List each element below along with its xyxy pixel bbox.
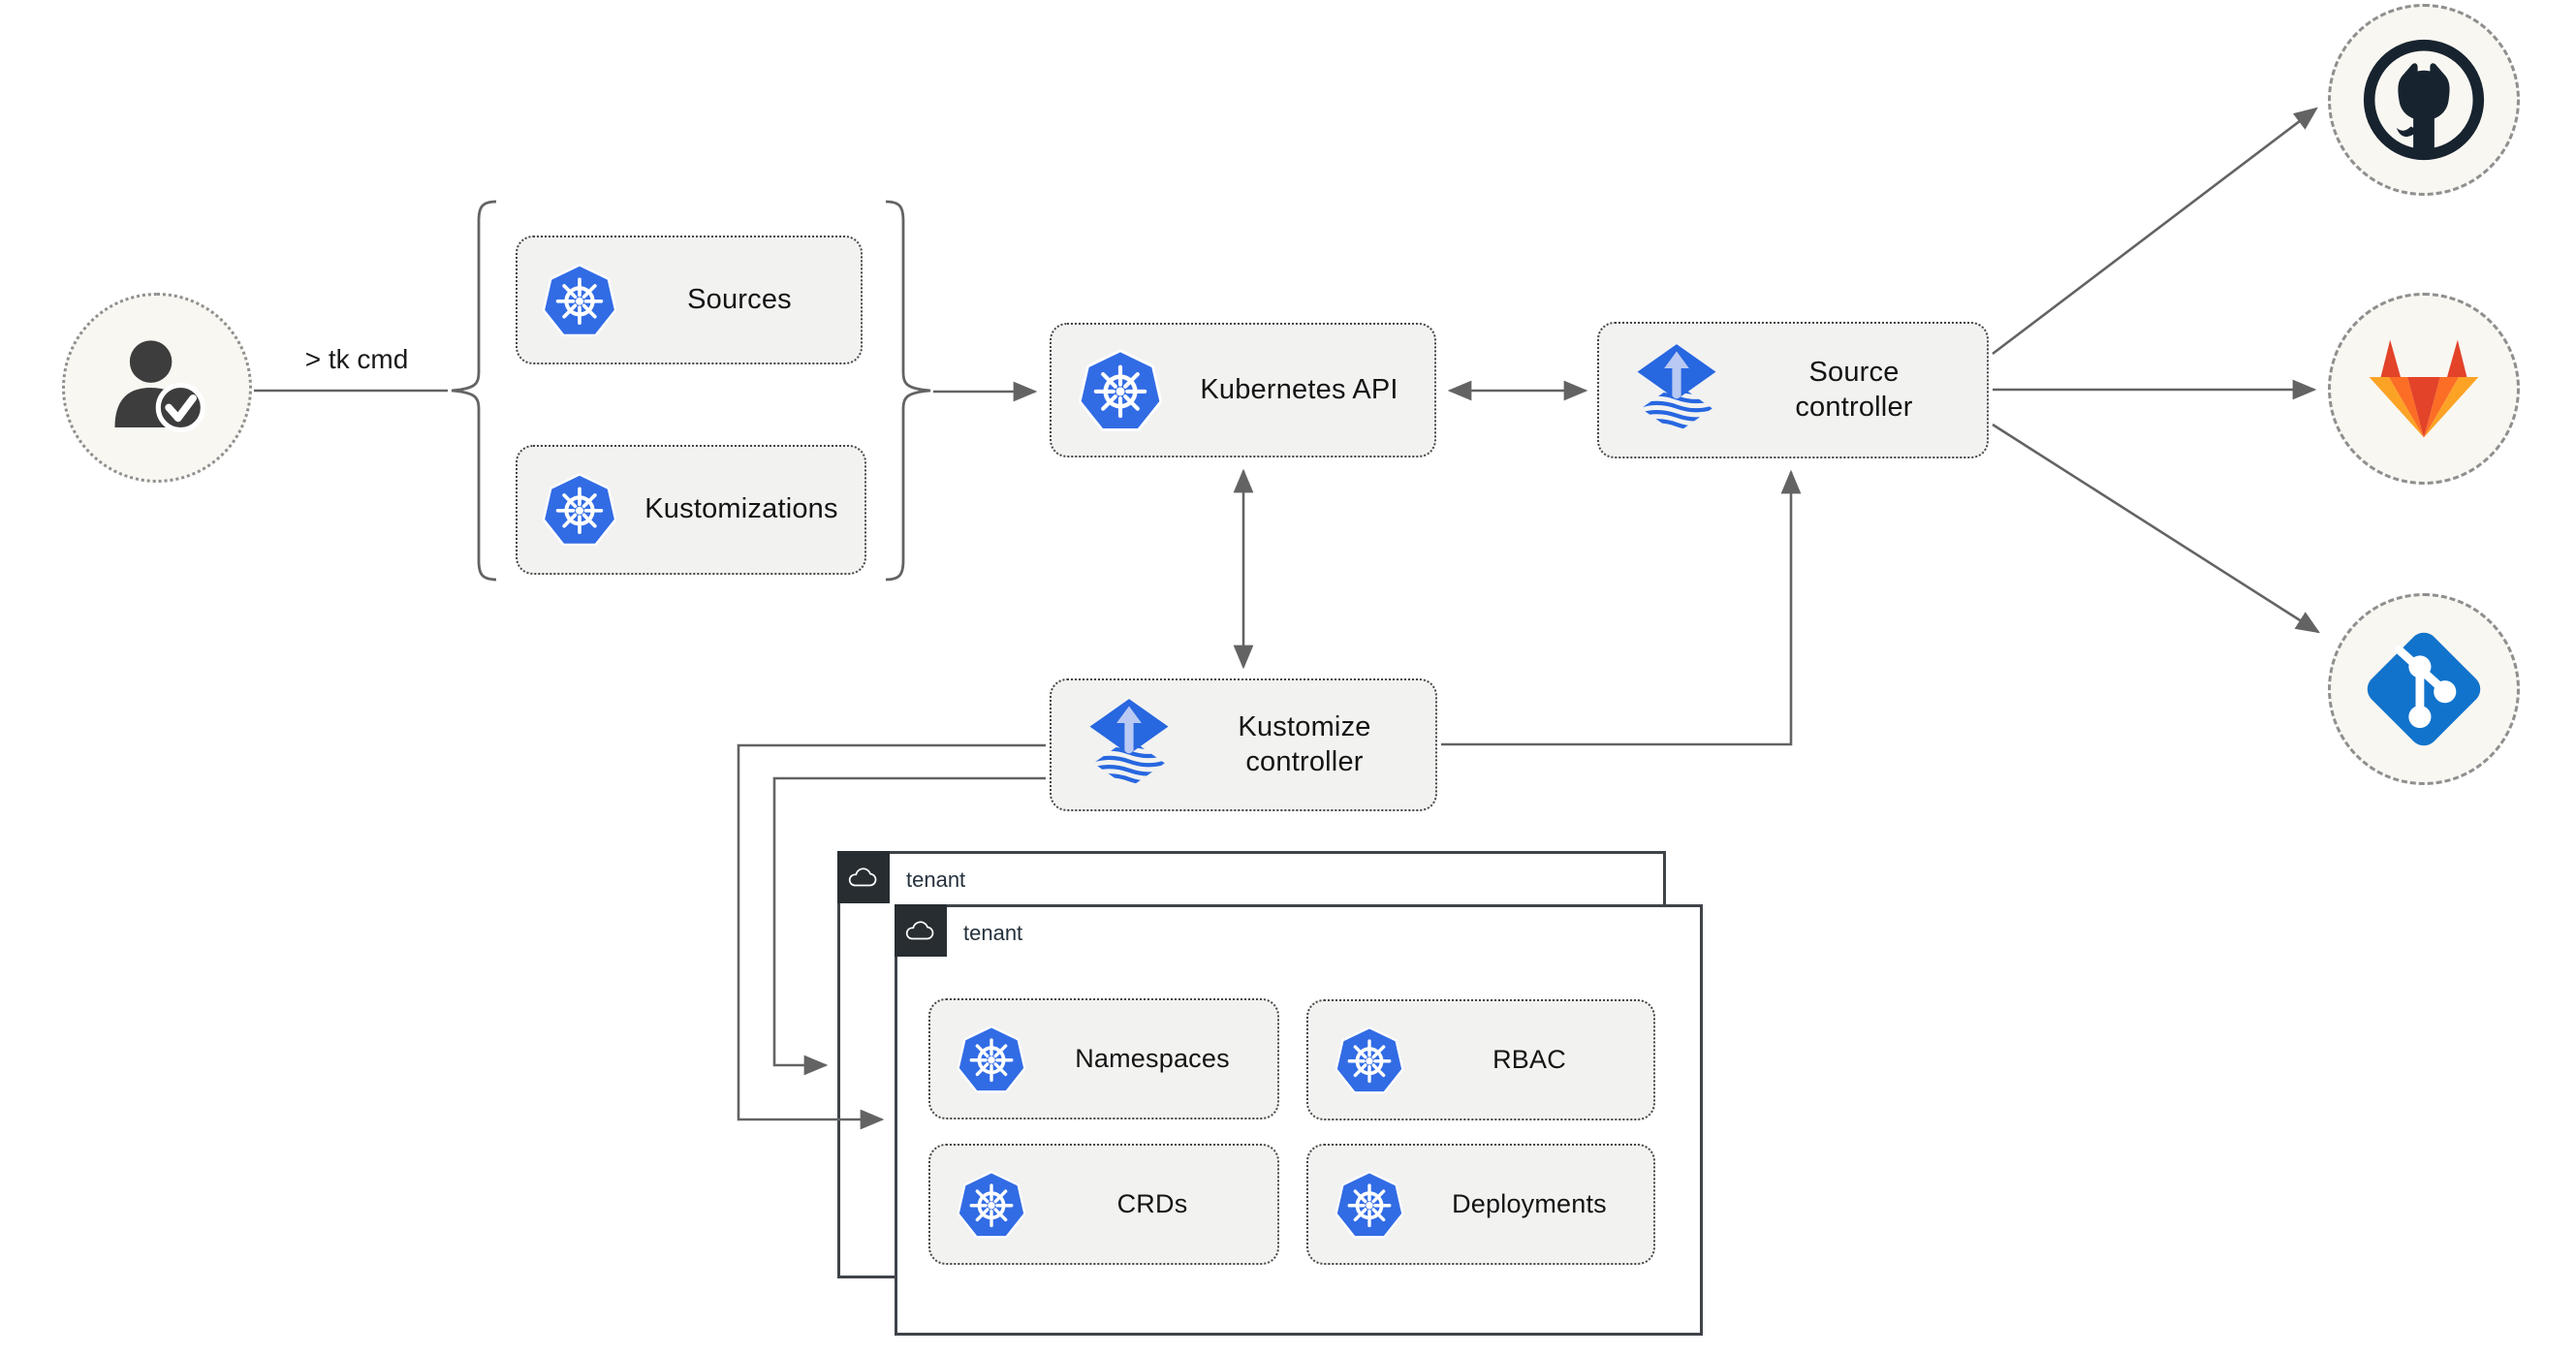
left-brace — [451, 200, 497, 582]
cloud-icon — [837, 851, 890, 903]
node-rbac: RBAC — [1306, 999, 1655, 1120]
git-icon — [2358, 623, 2490, 755]
node-label: Namespaces — [1075, 1044, 1230, 1074]
node-label: Source controller — [1795, 357, 1913, 423]
node-label: Kubernetes API — [1200, 373, 1398, 405]
gitlab-icon — [2366, 334, 2482, 443]
provider-git — [2328, 593, 2520, 785]
kubernetes-icon — [1334, 1024, 1405, 1096]
node-label: Kustomize controller — [1238, 711, 1371, 777]
provider-github — [2328, 4, 2520, 196]
tenant-label: tenant — [963, 921, 1023, 945]
tk-cmd-label: > tk cmd — [304, 344, 409, 374]
node-label: Deployments — [1452, 1189, 1607, 1219]
kubernetes-icon — [541, 471, 618, 549]
wire-kustomize-to-source — [1441, 469, 1802, 746]
node-label: Sources — [687, 283, 792, 315]
node-sources: Sources — [516, 236, 863, 364]
kubernetes-icon — [1334, 1169, 1405, 1241]
wire-source-to-git — [1992, 423, 2320, 634]
right-brace — [885, 200, 931, 582]
github-icon — [2362, 38, 2486, 162]
cloud-icon — [895, 904, 947, 957]
node-source-controller: Source controller — [1597, 322, 1989, 458]
wire-source-to-github — [1992, 107, 2318, 356]
provider-gitlab — [2328, 293, 2520, 485]
user-avatar — [62, 293, 252, 483]
node-label: CRDs — [1116, 1189, 1188, 1219]
node-label: RBAC — [1492, 1045, 1566, 1075]
kubernetes-icon — [541, 262, 618, 339]
kubernetes-icon — [956, 1024, 1027, 1095]
flux-icon — [1632, 344, 1721, 437]
node-kustomizations: Kustomizations — [516, 445, 866, 575]
flux-icon — [1084, 699, 1174, 792]
node-kubernetes-api: Kubernetes API — [1050, 323, 1436, 457]
node-crds: CRDs — [928, 1144, 1279, 1265]
node-deployments: Deployments — [1306, 1144, 1655, 1265]
kubernetes-icon — [1077, 347, 1164, 434]
kubernetes-icon — [956, 1169, 1027, 1241]
user-check-icon — [95, 326, 219, 450]
tenant-label: tenant — [906, 867, 966, 892]
node-kustomize-controller: Kustomize controller — [1050, 678, 1437, 811]
node-label: Kustomizations — [644, 493, 838, 525]
node-namespaces: Namespaces — [928, 998, 1279, 1119]
